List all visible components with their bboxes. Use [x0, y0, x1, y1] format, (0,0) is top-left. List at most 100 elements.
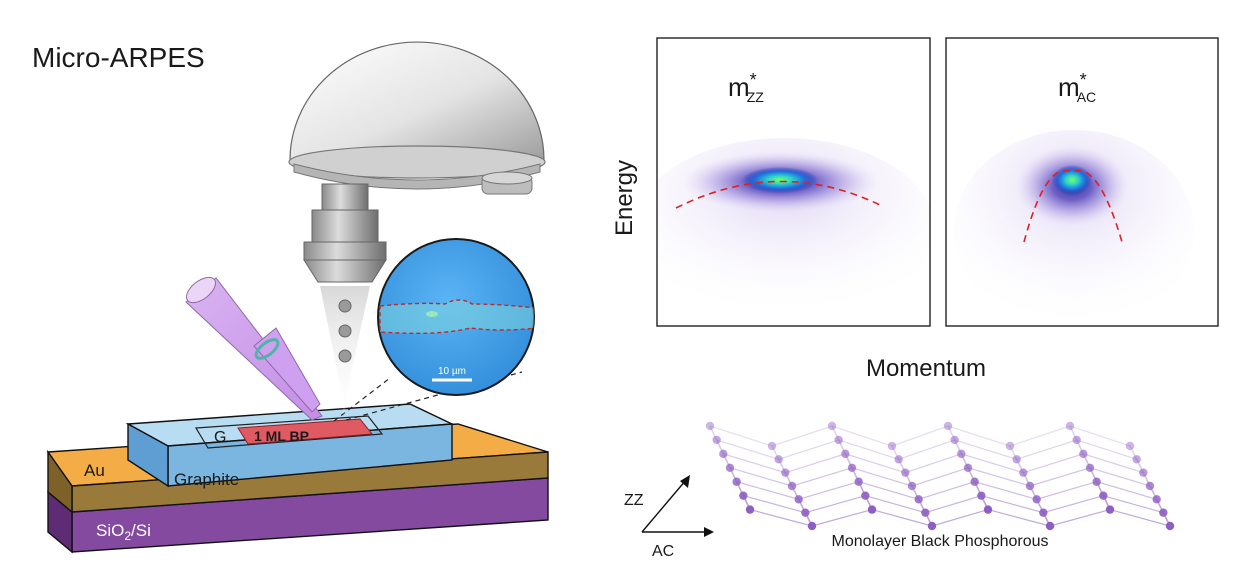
lattice-bond: [749, 509, 813, 527]
sample-label: 1 ML BP: [254, 428, 309, 444]
lattice-atom: [854, 477, 863, 486]
lattice-atom: [774, 455, 783, 464]
zoom-line-right: [345, 371, 523, 421]
lattice-bond: [987, 509, 1051, 527]
lattice-atom: [1145, 481, 1155, 491]
lattice-bond: [961, 453, 1024, 474]
lattice-bond: [925, 495, 982, 514]
lattice-bond: [805, 495, 866, 514]
lattice-atom: [834, 435, 843, 445]
lattice-atom: [794, 495, 803, 504]
zz-axis-label: ZZ: [624, 492, 644, 509]
lattice-bond: [729, 467, 793, 487]
zz-dispersion-fit: [675, 180, 883, 209]
lattice-atom: [841, 449, 850, 459]
lattice-bond: [1029, 467, 1091, 487]
lattice-atom: [1025, 481, 1035, 491]
graphite-label: Graphite: [174, 470, 239, 489]
lattice-bond: [778, 439, 839, 460]
lattice-atom: [1045, 521, 1055, 531]
lattice-atom: [705, 421, 715, 431]
lattice-atom: [1132, 455, 1141, 464]
lattice-atom: [1065, 421, 1075, 431]
lattice-atom: [927, 521, 937, 531]
bp-lattice: [705, 421, 1175, 531]
scale-bar-label: 10 µm: [438, 366, 466, 377]
lattice-atom: [957, 449, 966, 459]
lattice-atom: [712, 435, 721, 445]
lattice-bond: [743, 495, 806, 514]
lattice-bond: [1049, 509, 1111, 527]
lattice-bond: [771, 425, 833, 447]
lattice-atom: [950, 435, 959, 445]
lattice-bond: [918, 481, 975, 500]
lattice-atom: [861, 491, 870, 500]
lattice-atom: [732, 477, 741, 486]
lattice-bond: [1023, 453, 1084, 474]
lattice-bond: [791, 467, 853, 487]
lattice-bond: [785, 453, 846, 474]
lattice-bond: [831, 425, 893, 447]
lattice-bond: [1009, 425, 1071, 447]
lattice-bond: [1043, 495, 1104, 514]
arpes-panel-ac: [945, 37, 1219, 327]
microscope-inset: [377, 238, 535, 396]
gate-frame: [194, 415, 384, 449]
lattice-atom: [1152, 495, 1161, 504]
lattice-atom: [1099, 491, 1108, 500]
lattice-atom: [963, 463, 973, 472]
lattice-bond: [974, 481, 1037, 500]
lattice-bond: [723, 453, 786, 474]
lattice-atom: [943, 421, 953, 431]
figure-title: Micro-ARPES: [32, 42, 205, 73]
lattice-bond: [911, 467, 969, 487]
lattice-atom: [907, 481, 917, 491]
lattice-atom: [739, 491, 748, 500]
lattice-bond: [1083, 453, 1144, 474]
lattice-bond: [845, 453, 906, 474]
lattice-bond: [1096, 481, 1157, 500]
lattice-bond: [716, 439, 779, 460]
lattice-atom: [977, 491, 986, 500]
lattice-bond: [1036, 481, 1097, 500]
lattice-atom: [1105, 505, 1115, 514]
lattice-bond: [1069, 425, 1131, 447]
lattice-bond: [858, 481, 919, 500]
lattice-bond: [981, 495, 1044, 514]
substrate-label: SiO2/Si: [96, 521, 151, 543]
energy-axis-label: Energy: [611, 160, 638, 236]
lattice-atom: [1079, 449, 1088, 459]
ac-mass-label: m*AC: [1058, 70, 1096, 105]
lattice-atom: [1019, 468, 1028, 477]
lattice-atom: [983, 505, 993, 514]
lattice-bond: [838, 439, 899, 460]
momentum-axis-label: Momentum: [866, 355, 986, 382]
lattice-bond: [871, 509, 933, 527]
lattice-atom: [719, 449, 728, 459]
lattice-bond: [891, 425, 949, 447]
lattice-bond: [1016, 439, 1077, 460]
lattice-bond: [905, 453, 962, 474]
lattice-atom: [1039, 508, 1048, 517]
lattice-bond: [1109, 509, 1171, 527]
lattice-atom: [1092, 477, 1101, 486]
lattice-atom: [847, 463, 857, 472]
lattice-atom: [1032, 495, 1041, 504]
lattice-bond: [954, 439, 1017, 460]
au-label: Au: [84, 461, 105, 480]
gate-label: G: [214, 429, 226, 446]
lattice-atom: [725, 463, 735, 472]
photoelectron-beam: [320, 286, 370, 414]
lattice-bond: [851, 467, 913, 487]
lattice-atom: [887, 441, 897, 451]
lattice-bond: [931, 509, 989, 527]
lattice-atom: [1159, 508, 1168, 517]
lattice-atom: [1085, 463, 1095, 472]
bp-sample: [237, 418, 373, 445]
lattice-atom: [970, 477, 979, 486]
objective-lens: [303, 183, 387, 283]
lattice-bond: [811, 509, 873, 527]
lattice-bond: [865, 495, 926, 514]
lattice-atom: [921, 508, 930, 517]
arpes-panel-zz: [656, 37, 931, 327]
